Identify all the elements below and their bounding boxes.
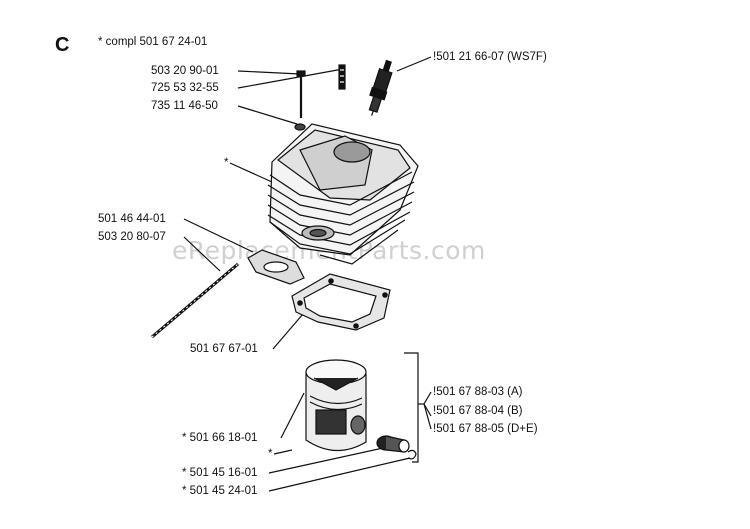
piston-pin bbox=[376, 435, 410, 453]
label-ring-star: * bbox=[268, 448, 273, 460]
base-gasket bbox=[291, 273, 391, 331]
label-piston: * 501 66 18-01 bbox=[182, 432, 258, 444]
cylinder bbox=[267, 123, 419, 265]
label-circlip: * 501 45 24-01 bbox=[182, 485, 258, 497]
section-letter: C bbox=[55, 34, 70, 56]
label-kit-b: !501 67 88-04 (B) bbox=[433, 405, 523, 417]
piston bbox=[305, 359, 367, 452]
bolt bbox=[294, 70, 306, 131]
label-bolt: 503 20 90-01 bbox=[151, 65, 219, 77]
label-cylinder-star: * bbox=[224, 157, 229, 169]
stud bbox=[338, 64, 346, 90]
label-base-gasket: 501 67 67-01 bbox=[190, 343, 258, 355]
circlip bbox=[407, 449, 417, 460]
label-rod: 503 20 80-07 bbox=[98, 231, 166, 243]
spark-plug bbox=[368, 59, 393, 116]
leader-lines bbox=[183, 56, 432, 492]
long-rod bbox=[151, 262, 239, 339]
label-pin: * 501 45 16-01 bbox=[182, 467, 258, 479]
assembly-label: * compl 501 67 24-01 bbox=[98, 36, 208, 48]
intake-gasket bbox=[247, 249, 305, 285]
label-spark-plug: !501 21 66-07 (WS7F) bbox=[433, 51, 547, 63]
label-kit-a: !501 67 88-03 (A) bbox=[433, 386, 523, 398]
label-kit-de: !501 67 88-05 (D+E) bbox=[433, 423, 538, 435]
label-washer: 735 11 46-50 bbox=[151, 100, 218, 112]
label-gasket-small: 501 46 44-01 bbox=[98, 213, 166, 225]
label-stud: 725 53 32-55 bbox=[151, 82, 219, 94]
